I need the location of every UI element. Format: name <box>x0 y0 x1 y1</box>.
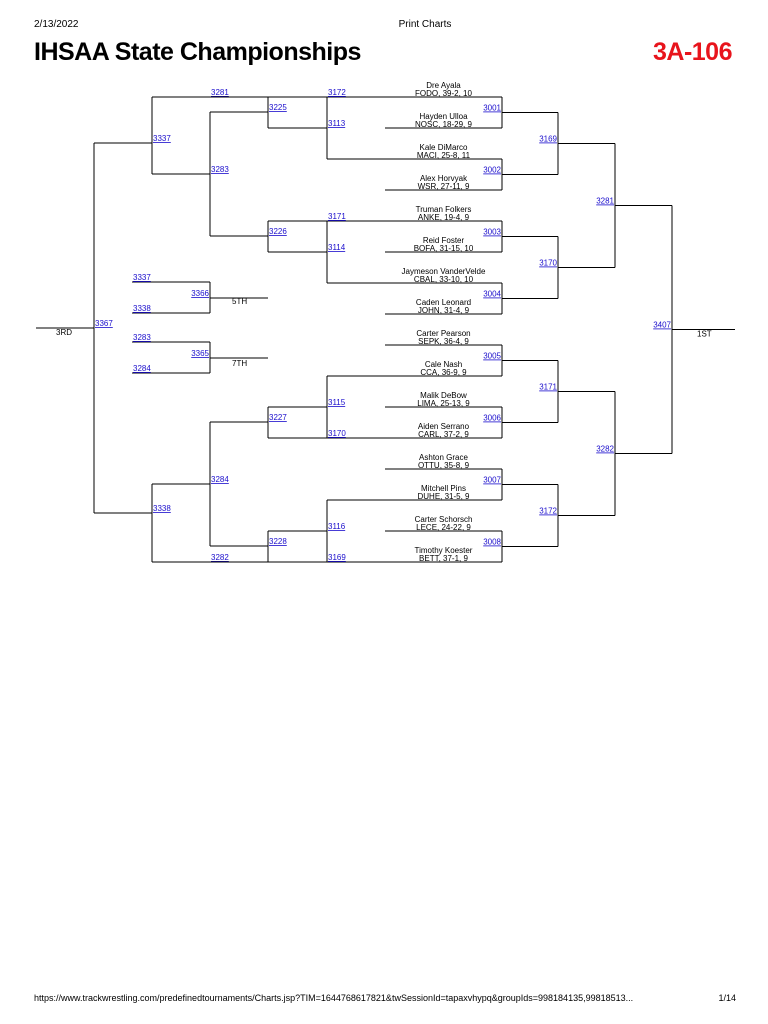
bout-number-link[interactable]: 3282 <box>596 445 614 454</box>
bout-number-link[interactable]: 3337 <box>133 273 151 282</box>
wrestler-name: Malik DeBow <box>420 391 467 400</box>
wrestler-info: JOHN, 31-4, 9 <box>418 306 470 315</box>
wrestler-info: ANKE, 19-4, 9 <box>418 213 470 222</box>
bout-number-link[interactable]: 3007 <box>483 476 501 485</box>
wrestler-name: Kale DiMarco <box>419 143 468 152</box>
bout-number-link[interactable]: 3169 <box>328 553 346 562</box>
bout-number-link[interactable]: 3003 <box>483 228 501 237</box>
bout-number-link[interactable]: 3001 <box>483 104 501 113</box>
bout-number-link[interactable]: 3004 <box>483 290 501 299</box>
bout-number-link[interactable]: 3281 <box>596 197 614 206</box>
wrestler-name: Dre Ayala <box>426 81 461 90</box>
bout-number-link[interactable]: 3283 <box>133 333 151 342</box>
wrestler-info: CCA, 36-9, 9 <box>420 368 467 377</box>
place-label-1st: 1ST <box>697 330 712 339</box>
bout-number-link[interactable]: 3281 <box>211 88 229 97</box>
wrestler-info: SEPK, 36-4, 9 <box>418 337 469 346</box>
bout-number-link[interactable]: 3367 <box>95 319 113 328</box>
wrestler-name: Aiden Serrano <box>418 422 470 431</box>
wrestler-name: Hayden Ulloa <box>419 112 468 121</box>
wrestler-info: BOFA, 31-15, 10 <box>414 244 474 253</box>
bout-number-link[interactable]: 3365 <box>191 349 209 358</box>
print-page-title: Print Charts <box>398 19 452 30</box>
bout-number-link[interactable]: 3284 <box>133 364 151 373</box>
bout-number-link[interactable]: 3284 <box>211 475 229 484</box>
bout-number-link[interactable]: 3116 <box>328 522 346 531</box>
wrestler-info: NOSC, 18-29, 9 <box>415 120 472 129</box>
bout-number-link[interactable]: 3115 <box>328 398 346 407</box>
wrestler-name: Caden Leonard <box>416 298 471 307</box>
bout-number-link[interactable]: 3002 <box>483 166 501 175</box>
wrestler-name: Alex Horvyak <box>420 174 468 183</box>
place-label-5th: 5TH <box>232 297 247 306</box>
wrestler-name: Ashton Grace <box>419 453 468 462</box>
wrestler-info: DUHE, 31-5, 9 <box>417 492 470 501</box>
bout-number-link[interactable]: 3171 <box>539 383 557 392</box>
bout-number-link[interactable]: 3366 <box>191 289 209 298</box>
footer-url[interactable]: https://www.trackwrestling.com/predefine… <box>34 993 634 1003</box>
wrestler-name: Mitchell Pins <box>421 484 466 493</box>
bout-number-link[interactable]: 3008 <box>483 538 501 547</box>
bout-number-link[interactable]: 3338 <box>133 304 151 313</box>
bout-number-link[interactable]: 3113 <box>328 119 346 128</box>
bout-number-link[interactable]: 3338 <box>153 504 171 513</box>
wrestler-name: Reid Foster <box>423 236 465 245</box>
bout-number-link[interactable]: 3337 <box>153 134 171 143</box>
bout-number-link[interactable]: 3283 <box>211 165 229 174</box>
bout-number-link[interactable]: 3407 <box>653 321 671 330</box>
wrestler-name: Carter Pearson <box>416 329 470 338</box>
bout-number-link[interactable]: 3006 <box>483 414 501 423</box>
bout-number-link[interactable]: 3226 <box>269 227 287 236</box>
wrestler-info: CARL, 37-2, 9 <box>418 430 469 439</box>
bout-number-link[interactable]: 3282 <box>211 553 229 562</box>
wrestler-info: OTTU, 35-8, 9 <box>418 461 470 470</box>
wrestler-info: BETT, 37-1, 9 <box>419 554 468 563</box>
place-label-7th: 7TH <box>232 359 247 368</box>
wrestler-name: Timothy Koester <box>415 546 473 555</box>
bout-number-link[interactable]: 3172 <box>328 88 346 97</box>
wrestler-name: Cale Nash <box>425 360 462 369</box>
bout-number-link[interactable]: 3114 <box>328 243 346 252</box>
bout-number-link[interactable]: 3170 <box>328 429 346 438</box>
wrestler-info: LIMA, 25-13, 9 <box>417 399 470 408</box>
wrestler-info: LECE, 24-22, 9 <box>416 523 471 532</box>
print-date: 2/13/2022 <box>34 19 79 30</box>
wrestler-info: MACI, 25-8, 11 <box>417 151 471 160</box>
wrestler-info: FODO, 39-2, 10 <box>415 89 472 98</box>
bout-number-link[interactable]: 3005 <box>483 352 501 361</box>
bout-number-link[interactable]: 3169 <box>539 135 557 144</box>
wrestler-name: Truman Folkers <box>416 205 472 214</box>
bout-number-link[interactable]: 3171 <box>328 212 346 221</box>
bout-number-link[interactable]: 3227 <box>269 413 287 422</box>
wrestler-info: CBAL, 33-10, 10 <box>414 275 474 284</box>
bout-number-link[interactable]: 3172 <box>539 507 557 516</box>
place-label-3rd: 3RD <box>56 328 72 337</box>
wrestler-info: WSR, 27-11, 9 <box>418 182 470 191</box>
bout-number-link[interactable]: 3225 <box>269 103 287 112</box>
wrestler-name: Jaymeson VanderVelde <box>402 267 486 276</box>
weight-class: 3A-106 <box>653 38 733 66</box>
bout-number-link[interactable]: 3170 <box>539 259 557 268</box>
footer-page-number: 1/14 <box>718 993 736 1003</box>
wrestler-name: Carter Schorsch <box>415 515 473 524</box>
bout-number-link[interactable]: 3228 <box>269 537 287 546</box>
tournament-title: IHSAA State Championships <box>34 38 361 66</box>
